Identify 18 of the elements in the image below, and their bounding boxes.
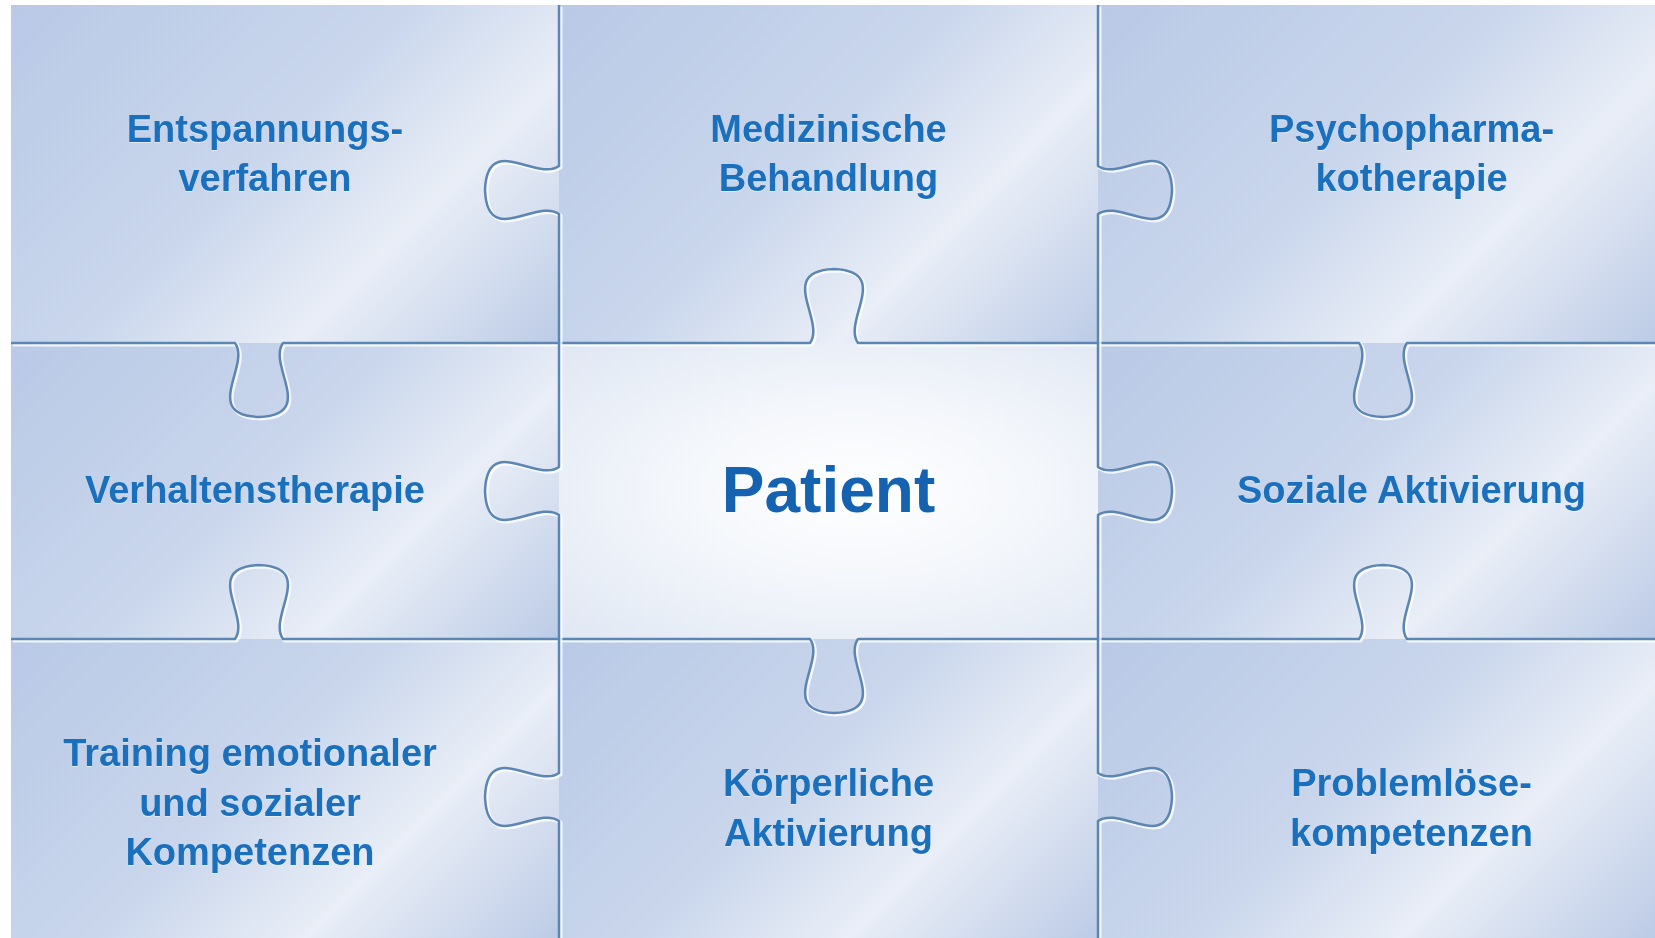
puzzle-piece [559,5,1098,343]
piece-label: Training emotionaler und sozialer Kompetenzen [62,731,438,876]
piece-label: Körperliche Aktivierung [721,761,936,856]
puzzle-piece [11,639,559,938]
puzzle-piece [559,639,1098,938]
puzzle-piece [1098,5,1655,343]
puzzle-piece [1098,639,1655,938]
puzzle-piece [11,5,559,343]
piece-label: Verhaltenstherapie [84,468,425,514]
piece-label: Entspannungs- verfahren [125,106,405,201]
piece-label: Patient [721,453,936,529]
piece-label: Medizinische Behandlung [709,106,948,201]
piece-label: Problemlöse- kompetenzen [1289,761,1534,856]
piece-label: Psychopharma- kotherapie [1267,106,1556,201]
puzzle-piece [11,343,559,639]
puzzle-piece [1098,343,1655,639]
piece-label: Soziale Aktivierung [1236,468,1587,514]
puzzle-piece [559,343,1098,639]
